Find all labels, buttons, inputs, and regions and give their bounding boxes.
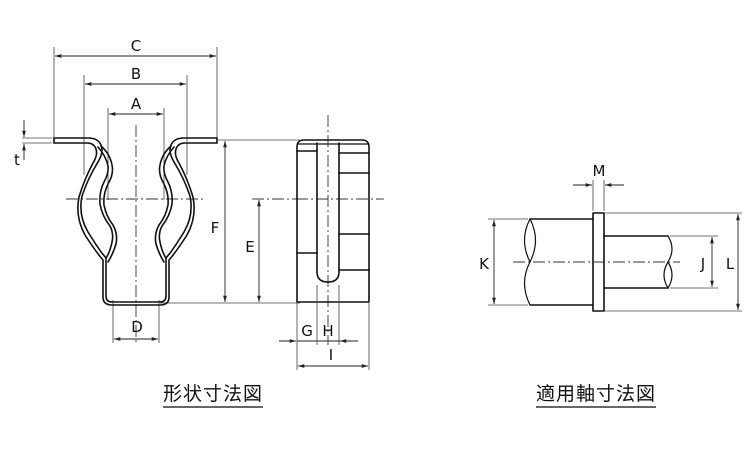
shaft-break-right — [663, 260, 673, 290]
label-t: t — [14, 151, 20, 169]
shape-dimensions-caption: 形状寸法図 — [163, 383, 264, 408]
label-a: A — [131, 95, 142, 113]
shaft-break-left — [523, 261, 531, 306]
shaft-break-right — [667, 235, 673, 263]
label-h: H — [322, 322, 333, 340]
label-g: G — [301, 322, 313, 340]
side-slot — [316, 142, 340, 283]
label-e: E — [245, 238, 254, 256]
label-k: K — [479, 255, 490, 273]
clip-side-view: G H I — [279, 115, 384, 370]
clip-spring-right — [135, 137, 218, 306]
label-b: B — [131, 65, 141, 83]
clip-spring-left — [53, 137, 137, 306]
side-body-outline — [296, 139, 370, 303]
applicable-shaft-caption: 適用軸寸法図 — [536, 383, 657, 408]
label-d: D — [131, 318, 143, 336]
shaft-view: K L J M — [479, 162, 742, 312]
label-l: L — [726, 255, 735, 273]
clip-front-view: C B A D F E t — [14, 37, 300, 345]
label-m: M — [593, 162, 606, 180]
shaft-break-left — [523, 217, 537, 264]
label-f: F — [211, 219, 220, 237]
label-c: C — [131, 37, 141, 55]
label-i: I — [329, 346, 333, 364]
label-j: J — [700, 255, 705, 273]
